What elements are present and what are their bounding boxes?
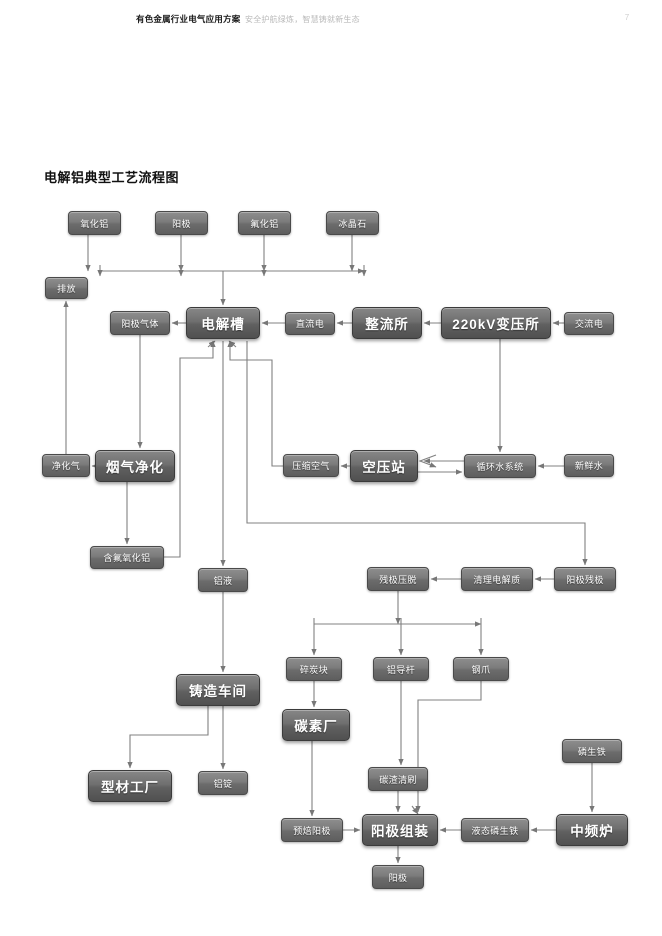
node-steel_claw[interactable]: 钢爪 xyxy=(453,657,509,681)
node-label: 循环水系统 xyxy=(476,461,524,472)
node-label: 阳极 xyxy=(172,218,191,229)
node-spent_anode[interactable]: 阳极残极 xyxy=(554,567,616,591)
node-dc_power[interactable]: 直流电 xyxy=(285,312,335,335)
node-label: 直流电 xyxy=(295,319,325,329)
node-label: 排放 xyxy=(57,283,76,294)
node-air_station[interactable]: 空压站 xyxy=(350,450,418,482)
node-label: 阳极组装 xyxy=(371,824,429,839)
node-anode_out[interactable]: 阳极 xyxy=(372,865,424,889)
node-label: 型材工厂 xyxy=(101,780,159,795)
node-clean_bath[interactable]: 清理电解质 xyxy=(461,567,533,591)
node-label: 铝液 xyxy=(213,575,233,586)
node-label: 含氟氧化铝 xyxy=(103,553,151,563)
node-water_system[interactable]: 循环水系统 xyxy=(464,454,536,478)
node-cell[interactable]: 电解槽 xyxy=(186,307,260,339)
node-anode_top[interactable]: 阳极 xyxy=(155,211,208,235)
node-label: 碳素厂 xyxy=(294,719,338,734)
page-title: 电解铝典型工艺流程图 xyxy=(44,170,180,185)
node-label: 阳极气体 xyxy=(121,318,159,329)
node-gas_cleaning[interactable]: 烟气净化 xyxy=(95,450,175,482)
node-al_ingot[interactable]: 铝锭 xyxy=(198,771,248,795)
node-label: 整流所 xyxy=(365,317,409,332)
node-prebaked[interactable]: 预焙阳极 xyxy=(281,818,343,842)
node-label: 预焙阳极 xyxy=(293,825,331,836)
node-label: 碎炭块 xyxy=(299,664,329,675)
node-butt_press[interactable]: 残极压脱 xyxy=(367,567,429,591)
page-header: 有色金属行业电气应用方案 安全护航绿炼，智慧铸就新生态 7 xyxy=(0,0,662,36)
node-induction[interactable]: 中频炉 xyxy=(556,814,628,846)
node-label: 220kV变压所 xyxy=(452,317,540,332)
node-label: 磷生铁 xyxy=(577,746,607,757)
node-carbon_plant[interactable]: 碳素厂 xyxy=(282,709,350,741)
header-subtitle: 安全护航绿炼，智慧铸就新生态 xyxy=(245,14,360,24)
node-aluminia[interactable]: 氧化铝 xyxy=(68,211,121,235)
node-alf3[interactable]: 氟化铝 xyxy=(238,211,291,235)
node-fresh_water[interactable]: 新鲜水 xyxy=(564,454,614,477)
node-al_rod[interactable]: 铝导杆 xyxy=(373,657,429,681)
node-label: 空压站 xyxy=(362,460,406,475)
node-label: 液态磷生铁 xyxy=(471,825,519,836)
node-label: 氟化铝 xyxy=(250,218,279,229)
node-molten_phos[interactable]: 液态磷生铁 xyxy=(461,818,529,842)
node-label: 阳极 xyxy=(388,872,408,883)
node-label: 铝导杆 xyxy=(386,664,416,675)
node-label: 铝锭 xyxy=(213,778,233,789)
node-casting_shop[interactable]: 铸造车间 xyxy=(176,674,260,706)
node-fluor_alumina[interactable]: 含氟氧化铝 xyxy=(90,546,164,569)
node-anode_gas[interactable]: 阳极气体 xyxy=(110,311,170,335)
node-profile_plant[interactable]: 型材工厂 xyxy=(88,770,172,802)
node-label: 碳渣清刷 xyxy=(379,774,417,785)
node-carbon_clean[interactable]: 碳渣清刷 xyxy=(368,767,428,791)
node-label: 新鲜水 xyxy=(574,461,604,471)
node-label: 电解槽 xyxy=(201,317,245,332)
node-emission[interactable]: 排放 xyxy=(45,277,88,299)
node-cryolite[interactable]: 冰晶石 xyxy=(326,211,379,235)
node-label: 压缩空气 xyxy=(292,461,330,471)
node-label: 净化气 xyxy=(51,461,81,471)
node-label: 中频炉 xyxy=(570,824,614,839)
node-molten_al[interactable]: 铝液 xyxy=(198,568,248,592)
node-comp_air[interactable]: 压缩空气 xyxy=(283,454,339,477)
node-label: 铸造车间 xyxy=(189,684,247,699)
node-label: 清理电解质 xyxy=(473,574,521,585)
page-number: 7 xyxy=(624,13,630,22)
node-label: 阳极残极 xyxy=(566,574,604,585)
node-label: 冰晶石 xyxy=(338,218,367,229)
node-phos_iron[interactable]: 磷生铁 xyxy=(562,739,622,763)
node-label: 残极压脱 xyxy=(379,574,417,585)
node-anode_assy[interactable]: 阳极组装 xyxy=(362,814,438,846)
node-ac_power[interactable]: 交流电 xyxy=(564,312,614,335)
node-label: 烟气净化 xyxy=(106,460,164,475)
node-rectifier[interactable]: 整流所 xyxy=(352,307,422,339)
node-clean_gas[interactable]: 净化气 xyxy=(42,454,90,477)
node-label: 钢爪 xyxy=(471,664,491,675)
node-carbon_lump[interactable]: 碎炭块 xyxy=(286,657,342,681)
header-title: 有色金属行业电气应用方案 xyxy=(136,14,241,24)
node-substation[interactable]: 220kV变压所 xyxy=(441,307,551,339)
node-label: 氧化铝 xyxy=(80,218,109,229)
node-label: 交流电 xyxy=(574,319,604,329)
